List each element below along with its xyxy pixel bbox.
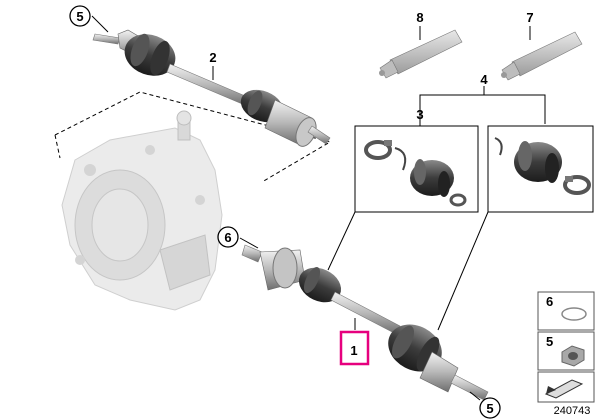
boot-kit-box-3 [354, 125, 479, 213]
svg-text:6: 6 [224, 230, 231, 245]
highlight-part-1[interactable]: 1 [339, 330, 370, 366]
gearbox-illustration [61, 110, 223, 311]
callout-6-main: 6 [217, 226, 239, 248]
diagram-number: 240743 [554, 405, 591, 417]
svg-text:6: 6 [546, 294, 553, 309]
svg-text:5: 5 [546, 334, 553, 349]
assembly-dashed-outline [54, 91, 332, 183]
label-4: 4 [480, 72, 488, 87]
upper-drive-shaft [92, 29, 331, 147]
lower-drive-shaft [241, 244, 489, 401]
svg-text:1: 1 [350, 343, 357, 358]
label-7: 7 [526, 10, 533, 25]
legend-panel: 6 5 [537, 291, 595, 403]
callout-5-bottom: 5 [479, 397, 501, 419]
svg-text:5: 5 [76, 9, 83, 24]
svg-text:5: 5 [486, 401, 493, 416]
grease-tube-7 [501, 31, 583, 81]
callout-5-top: 5 [69, 5, 91, 27]
label-8: 8 [416, 10, 423, 25]
label-3: 3 [416, 107, 423, 122]
label-2: 2 [209, 50, 216, 65]
grease-tube-8 [379, 29, 463, 79]
boot-kit-box-outer [487, 125, 594, 213]
